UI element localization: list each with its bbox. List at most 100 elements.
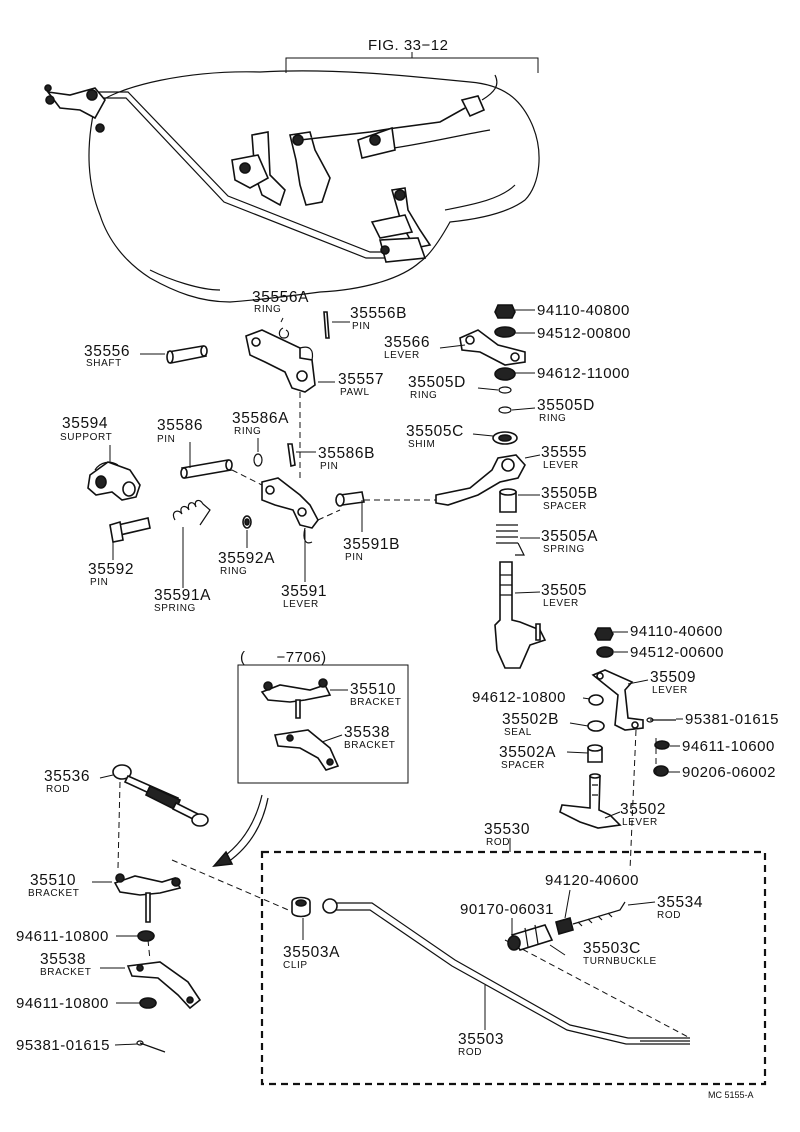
label-35556-name: SHAFT	[86, 358, 122, 369]
label-35586A-name: RING	[234, 426, 261, 437]
label-35502-name: LEVER	[622, 817, 658, 828]
nut-94110-40600	[594, 627, 614, 641]
dash-35591B-a	[317, 509, 341, 521]
washer-94612-11000	[494, 367, 516, 381]
ring-35505D-b	[498, 406, 512, 414]
washer-94611-10600	[654, 740, 670, 750]
lever-35502	[559, 773, 622, 829]
label-35592A: 35592A	[218, 550, 275, 567]
label-35592: 35592	[88, 561, 134, 578]
bracket-35510-inset	[260, 678, 332, 719]
arrow-curve	[221, 794, 263, 859]
label-35505-name: LEVER	[543, 598, 579, 609]
label-95381-01615-left: 95381-01615	[16, 1037, 110, 1054]
bracket-35510	[113, 873, 182, 923]
pin-35586	[180, 459, 233, 479]
lead-35555	[524, 454, 541, 459]
label-35503: 35503	[458, 1031, 504, 1048]
transmission-housing-illustration	[44, 70, 540, 303]
lead-35505D-b	[511, 407, 536, 411]
label-35503C: 35503C	[583, 940, 641, 957]
label-94612-11000: 94612-11000	[537, 365, 630, 382]
label-94110-40600: 94110-40600	[630, 623, 723, 640]
lead-35505C	[472, 433, 494, 437]
label-35594: 35594	[62, 415, 108, 432]
label-35555: 35555	[541, 444, 587, 461]
label-35556A-name: RING	[254, 304, 281, 315]
label-90206-06002: 90206-06002	[682, 764, 776, 781]
lead-35538-inset	[321, 734, 343, 743]
label-94110-40800: 94110-40800	[537, 302, 630, 319]
label-35509-name: LEVER	[652, 685, 688, 696]
label-35557-name: PAWL	[340, 387, 370, 398]
dash-turnbuckle-rod	[504, 939, 691, 1039]
seal-35502B	[587, 720, 605, 732]
spacer-35505B	[499, 488, 517, 513]
label-35505C: 35505C	[406, 423, 464, 440]
pin-35592	[109, 517, 151, 543]
label-35505B-name: SPACER	[543, 501, 587, 512]
dash-35536	[117, 781, 121, 869]
lever-35509	[591, 669, 644, 731]
label-35594-name: SUPPORT	[60, 432, 112, 443]
label-35566-name: LEVER	[384, 350, 420, 361]
footer-code: MC 5155-A	[708, 1090, 754, 1100]
label-94611-10600: 94611-10600	[682, 738, 775, 755]
label-35505: 35505	[541, 582, 587, 599]
label-35534: 35534	[657, 894, 703, 911]
label-35505B: 35505B	[541, 485, 598, 502]
label-35510-inset-name: BRACKET	[350, 697, 401, 708]
nut-94120-40600	[555, 917, 574, 935]
label-35510-inset: 35510	[350, 681, 396, 698]
arrow-curve-b	[227, 797, 269, 863]
label-35591B-name: PIN	[345, 552, 363, 563]
label-35510-name: BRACKET	[28, 888, 79, 899]
spring-35505A	[496, 524, 525, 556]
lever-35566	[459, 329, 526, 366]
washer-90206-06002	[653, 765, 669, 777]
pin-35556B	[323, 311, 330, 339]
lead-35502	[604, 811, 621, 819]
label-94120-40600: 94120-40600	[545, 872, 639, 889]
lever-35591	[261, 477, 319, 544]
label-35502B-name: SEAL	[504, 727, 532, 738]
label-35503A-name: CLIP	[283, 960, 308, 971]
label-35505D-b-name: RING	[539, 413, 566, 424]
label-35534-name: ROD	[657, 910, 681, 921]
lead-35534	[627, 901, 656, 906]
label-35505D-a-name: RING	[410, 390, 437, 401]
label-95381-01615-right: 95381-01615	[685, 711, 779, 728]
label-35530: 35530	[484, 821, 530, 838]
rod-35534	[572, 901, 626, 927]
label-94611-10800-b: 94611-10800	[16, 995, 109, 1012]
label-35591B: 35591B	[343, 536, 400, 553]
label-35591-name: LEVER	[283, 599, 319, 610]
label-90170-06031: 90170-06031	[460, 901, 554, 918]
label-35556B: 35556B	[350, 305, 407, 322]
ring-35586A	[253, 453, 263, 467]
ring-35505D-a	[498, 386, 512, 394]
label-35503-name: ROD	[458, 1047, 482, 1058]
label-35538-inset: 35538	[344, 724, 390, 741]
shaft-35556	[166, 345, 208, 364]
label-35503A: 35503A	[283, 944, 340, 961]
washer-94611-10800-a	[137, 930, 155, 942]
label-35536-name: ROD	[46, 784, 70, 795]
label-35586A: 35586A	[232, 410, 289, 427]
label-94512-00600: 94512-00600	[630, 644, 724, 661]
lever-35505	[494, 561, 547, 669]
ring-35592A	[242, 515, 252, 529]
spacer-35502A	[587, 744, 603, 763]
label-35591A-name: SPRING	[154, 603, 196, 614]
shim-35505C	[492, 431, 518, 445]
dash-35509-35534	[629, 729, 637, 871]
lead-35503C	[549, 944, 566, 956]
pawl-35557	[245, 329, 316, 393]
callout-labels: 35556A RING 35556B PIN 35556 SHAFT 35557…	[16, 289, 779, 1058]
lead-95381-01615-left	[114, 1043, 138, 1046]
dash-clip-to-bracket	[171, 859, 301, 916]
label-35586: 35586	[157, 417, 203, 434]
spring-35591A	[172, 499, 211, 526]
label-35586B-name: PIN	[320, 461, 338, 472]
